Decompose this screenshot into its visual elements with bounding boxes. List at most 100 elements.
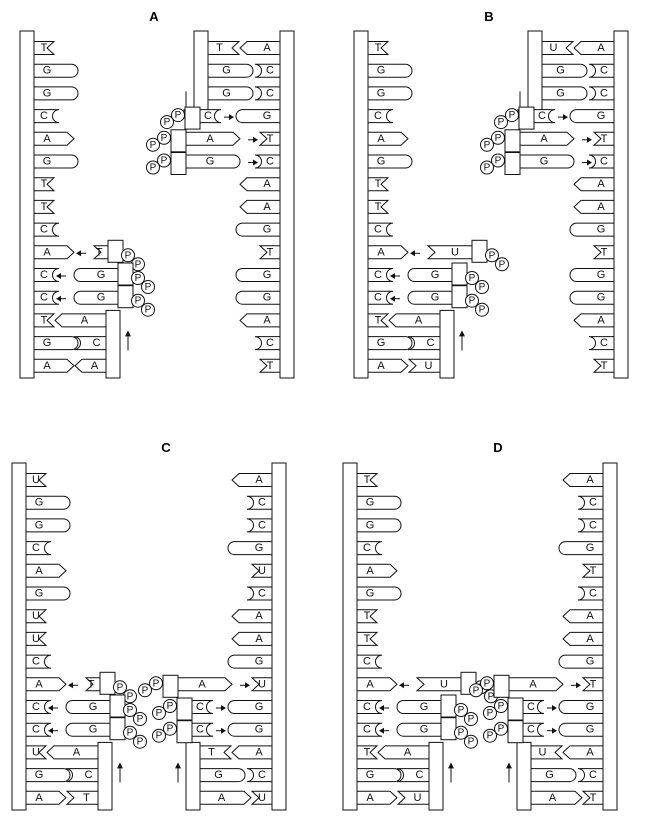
right-base-label: G — [263, 269, 272, 281]
nucleotide-g — [73, 268, 121, 282]
nucleotide-g — [558, 700, 604, 714]
right-base-label: A — [586, 746, 594, 758]
nucleotide-t — [258, 131, 281, 146]
phosphate-icon — [491, 130, 505, 145]
nucleotide-t — [33, 199, 56, 214]
nucleotide-a — [573, 177, 615, 192]
phosphate-label: P — [509, 110, 516, 121]
nucleotide-a — [25, 677, 67, 692]
nucleotide-a — [33, 131, 75, 146]
nucleotide-u — [25, 473, 48, 487]
left-base-label: C — [374, 224, 382, 236]
sugar-box — [109, 694, 126, 718]
nucleotide-t — [65, 790, 99, 805]
left-base-label: A — [43, 133, 51, 145]
left-base-label: G — [43, 87, 52, 99]
sugar-box — [99, 671, 116, 695]
nucleotide-g — [569, 109, 615, 124]
nucleotide-a — [239, 199, 281, 214]
right-base-label: G — [597, 292, 606, 304]
phosphate-icon — [163, 721, 177, 736]
nucleotide-a — [562, 609, 604, 624]
nucleotide-a — [231, 473, 273, 487]
left-base-label: C — [40, 224, 48, 236]
phosphate-label: P — [137, 737, 144, 748]
phosphate-icon — [495, 257, 509, 272]
right-base-label: C — [266, 65, 274, 77]
nucleotide-c — [189, 700, 214, 714]
phosphate-icon — [475, 302, 489, 317]
incoming-nucleotide: CPP — [483, 697, 557, 721]
nucleotide-a — [231, 745, 273, 760]
incoming-nucleotide: CPP — [494, 106, 568, 130]
nucleotide-g — [396, 722, 444, 737]
nucleotide-g — [33, 336, 79, 351]
arrow-head — [379, 727, 384, 734]
nucleotide-c — [254, 336, 281, 351]
right-base-label: T — [601, 246, 608, 258]
nucleotide-g — [396, 700, 444, 714]
right-base-label: A — [263, 178, 271, 190]
right-base-label: U — [258, 565, 266, 577]
nucleotide-u — [250, 677, 273, 692]
left-new-backbone — [439, 309, 455, 379]
left-paired-label: U — [425, 360, 433, 372]
nucleotide-a — [239, 177, 281, 192]
phosphate-label: P — [487, 708, 494, 719]
arrow-head — [48, 705, 53, 711]
nucleotide-c — [520, 700, 545, 714]
sugar-box — [162, 674, 179, 698]
left-base-label: G — [35, 497, 44, 509]
phosphate-label: P — [479, 282, 486, 293]
right-base-label: C — [589, 497, 597, 509]
left-paired-label: U — [414, 792, 422, 804]
arrow-head — [399, 682, 404, 689]
nucleotide-g — [65, 700, 113, 714]
nucleotide-a — [54, 313, 107, 328]
sugar-box — [451, 285, 468, 309]
nucleotide-a — [46, 745, 99, 760]
left-base-label: A — [366, 792, 374, 804]
left-paired-label: A — [415, 314, 423, 326]
nucleotide-t — [199, 745, 233, 760]
nucleotide-g — [356, 518, 402, 533]
arrow-head — [410, 250, 415, 257]
nucleotide-a — [33, 245, 75, 260]
right-paired-label: G — [545, 769, 554, 781]
right-base-label: A — [586, 633, 594, 645]
phosphate-label: P — [484, 163, 491, 174]
nucleotide-g — [25, 768, 71, 783]
right-base-label: C — [266, 337, 274, 349]
arrow-head — [390, 273, 395, 279]
right-base-label: A — [263, 201, 271, 213]
right-base-label: T — [590, 678, 597, 690]
right-base-label: A — [263, 42, 271, 54]
right-base-label: A — [597, 178, 605, 190]
right-base-label: G — [597, 224, 606, 236]
right-base-label: G — [597, 269, 606, 281]
left-base-label: T — [364, 633, 371, 645]
arrow-head — [576, 682, 581, 689]
incoming-base-label: T — [96, 246, 103, 258]
nucleotide-g — [33, 154, 79, 169]
phosphate-icon — [141, 280, 155, 294]
nucleotide-c — [197, 109, 222, 124]
right-paired-label: A — [218, 792, 226, 804]
phosphate-label: P — [156, 708, 163, 719]
nucleotide-a — [231, 609, 273, 624]
phosphate-icon — [494, 721, 508, 736]
arrow-head — [56, 273, 61, 279]
phosphate-label: P — [495, 156, 502, 167]
left-paired-label: A — [91, 360, 99, 372]
right-paired-label: A — [549, 792, 557, 804]
incoming-nucleotide: GPP — [146, 152, 258, 175]
nucleotide-g — [25, 586, 71, 601]
panel-label-c: C — [161, 440, 171, 455]
left-base-label: A — [35, 678, 43, 690]
phosphate-label: P — [153, 678, 160, 689]
incoming-nucleotide: CPP — [152, 697, 226, 721]
right-base-label: T — [267, 246, 274, 258]
sugar-box — [493, 674, 510, 698]
